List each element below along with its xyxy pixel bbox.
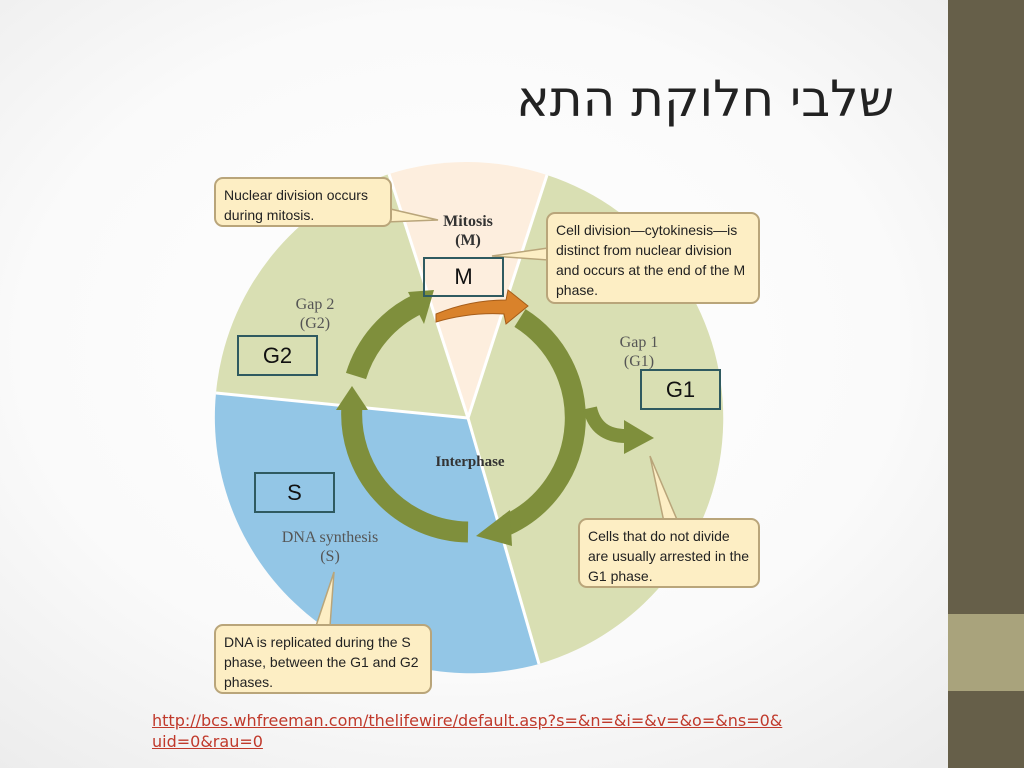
ring-arrowhead-top (408, 290, 434, 324)
gap2-sector (216, 174, 468, 418)
gap2-abbr: (G2) (299, 315, 331, 332)
mitosis-arrow (435, 289, 529, 325)
callout-cytokinesis: Cell division—cytokinesis—is distinct fr… (546, 212, 760, 304)
box-m: M (423, 257, 504, 297)
gap1-label: Gap 1 (G1) (594, 333, 684, 371)
slide-title: שלבי חלוקת התא (516, 70, 894, 128)
interphase-label: Interphase (435, 454, 505, 470)
gap1-abbr: (G1) (623, 353, 655, 370)
dna-synthesis-label: DNA synthesis (S) (262, 528, 398, 566)
dna-synthesis-name: DNA synthesis (281, 529, 379, 546)
callout-dna-replicated: DNA is replicated during the S phase, be… (214, 624, 432, 694)
ring-arrowhead-bottom (476, 510, 512, 546)
mitosis-abbr: (M) (455, 232, 481, 249)
mitosis-sector (389, 162, 547, 418)
exit-arrowhead (624, 420, 654, 454)
box-g2: G2 (237, 335, 318, 376)
dna-synthesis-abbr: (S) (320, 548, 340, 565)
callout-nuclear-division: Nuclear division occurs during mitosis. (214, 177, 392, 227)
source-link[interactable]: http://bcs.whfreeman.com/thelifewire/def… (152, 711, 783, 751)
box-g1: G1 (640, 369, 721, 410)
gap2-name: Gap 2 (295, 296, 335, 313)
cycle-ring-right (502, 309, 586, 535)
exit-arrow-shaft (583, 406, 627, 443)
callout-arrested: Cells that do not divide are usually arr… (578, 518, 760, 588)
mitosis-name: Mitosis (443, 213, 493, 230)
box-s: S (254, 472, 335, 513)
gap2-label: Gap 2 (G2) (270, 295, 360, 333)
gap1-name: Gap 1 (619, 334, 659, 351)
synthesis-sector (214, 393, 540, 674)
cycle-ring-top-left (345, 294, 423, 380)
ring-arrowhead-left (336, 386, 368, 410)
cycle-ring-left (341, 404, 469, 543)
sidebar-accent-block (948, 614, 1024, 691)
mitosis-label: Mitosis (M) (418, 212, 518, 250)
